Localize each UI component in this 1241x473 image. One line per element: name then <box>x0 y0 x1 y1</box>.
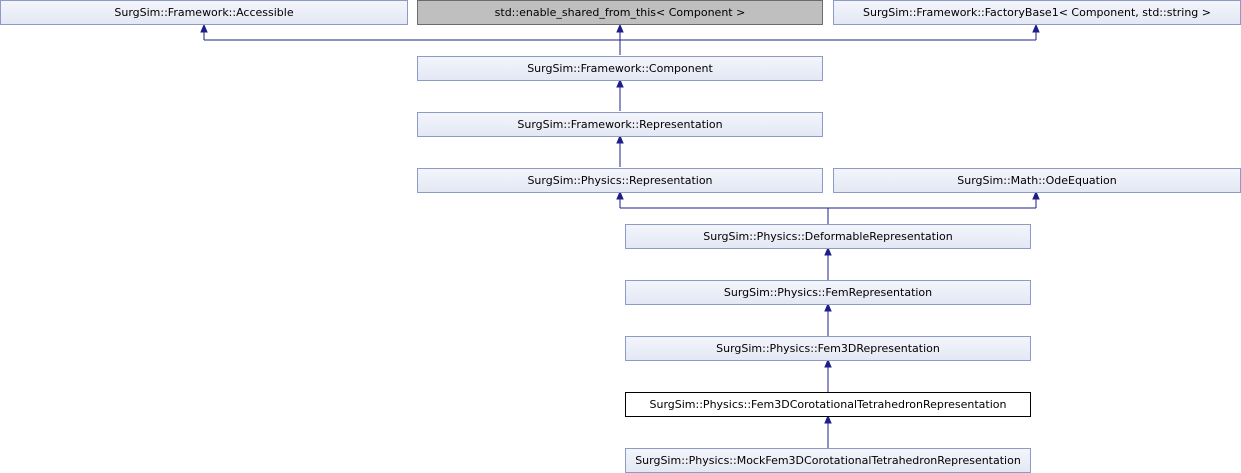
class-node-mock-fem3d-corotational-tetrahedron[interactable]: SurgSim::Physics::MockFem3DCorotationalT… <box>625 448 1031 473</box>
arrow-deformable <box>824 246 832 256</box>
arrow-fem <box>824 302 832 312</box>
class-node-deformable-representation[interactable]: SurgSim::Physics::DeformableRepresentati… <box>625 224 1031 249</box>
class-node-component[interactable]: SurgSim::Framework::Component <box>417 56 823 81</box>
arrow-fw-representation <box>616 134 624 144</box>
class-node-fem3d-representation[interactable]: SurgSim::Physics::Fem3DRepresentation <box>625 336 1031 361</box>
arrow-enable-shared <box>616 23 624 33</box>
arrow-corot-tet <box>824 414 832 424</box>
edge-component-to-bases <box>203 31 1037 55</box>
arrow-fem3d <box>824 358 832 368</box>
class-node-framework-representation[interactable]: SurgSim::Framework::Representation <box>417 112 823 137</box>
class-node-accessible[interactable]: SurgSim::Framework::Accessible <box>0 0 408 25</box>
arrow-factory-base <box>1032 23 1040 33</box>
class-node-ode-equation[interactable]: SurgSim::Math::OdeEquation <box>833 168 1241 193</box>
arrow-accessible <box>200 23 208 33</box>
class-node-fem3d-corotational-tetrahedron-current: SurgSim::Physics::Fem3DCorotationalTetra… <box>625 392 1031 417</box>
class-node-factory-base[interactable]: SurgSim::Framework::FactoryBase1< Compon… <box>833 0 1241 25</box>
arrow-component <box>616 78 624 88</box>
class-node-enable-shared-from-this: std::enable_shared_from_this< Component … <box>417 0 823 25</box>
class-node-fem-representation[interactable]: SurgSim::Physics::FemRepresentation <box>625 280 1031 305</box>
arrow-ode-equation <box>1032 190 1040 200</box>
edge-deformable-to-bases <box>619 198 1037 224</box>
arrow-phys-representation <box>616 190 624 200</box>
class-node-physics-representation[interactable]: SurgSim::Physics::Representation <box>417 168 823 193</box>
